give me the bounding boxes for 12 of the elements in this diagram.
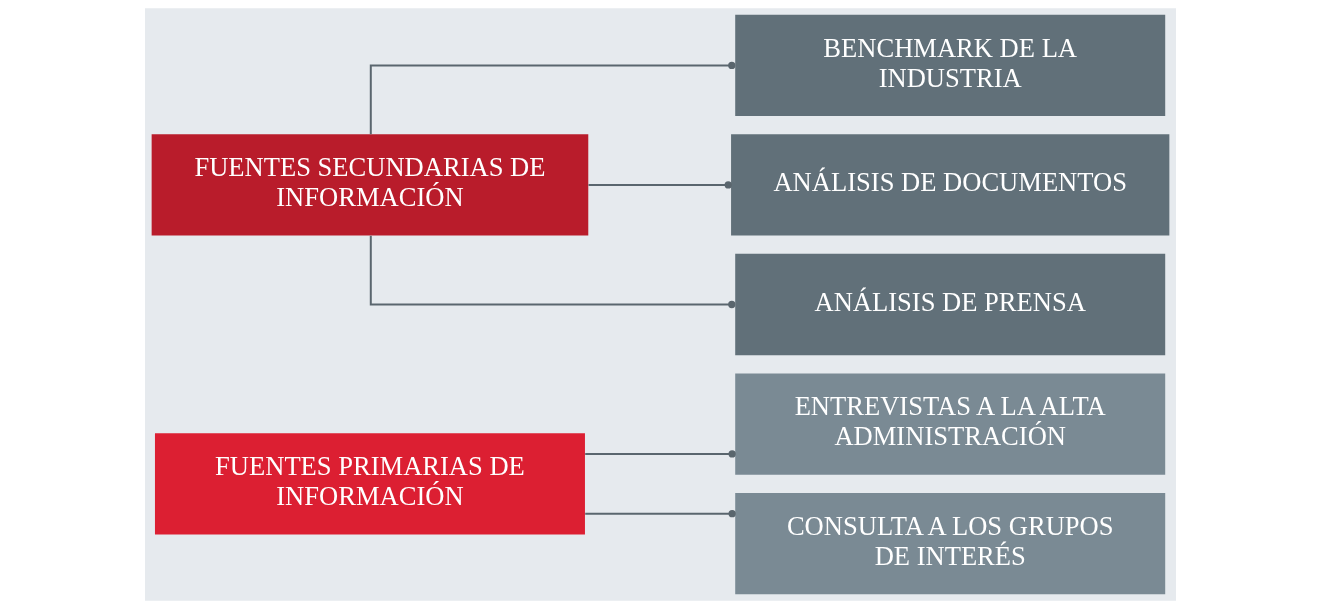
- node-box: CONSULTA A LOS GRUPOS DE INTERÉS: [735, 492, 1166, 595]
- node-box: ANÁLISIS DE DOCUMENTOS: [731, 134, 1170, 236]
- node-box: FUENTES SECUNDARIAS DE INFORMACIÓN: [151, 134, 589, 236]
- node-box: FUENTES PRIMARIAS DE INFORMACIÓN: [154, 433, 585, 535]
- node-box: ENTREVISTAS A LA ALTA ADMINISTRACIÓN: [735, 373, 1166, 475]
- connector: [369, 234, 736, 309]
- connector: [584, 450, 736, 458]
- connector: [369, 61, 736, 136]
- node-box: BENCHMARK DE LA INDUSTRIA: [735, 14, 1166, 117]
- connector: [584, 510, 736, 518]
- node-box: ANÁLISIS DE PRENSA: [735, 253, 1166, 356]
- connector: [587, 181, 732, 189]
